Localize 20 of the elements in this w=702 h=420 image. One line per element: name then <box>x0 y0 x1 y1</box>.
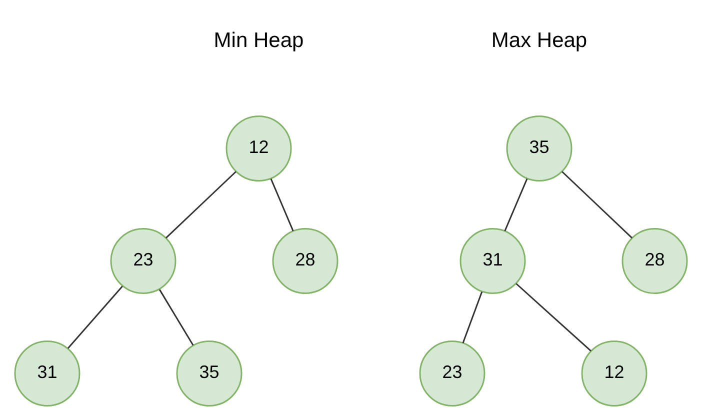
connector <box>562 171 632 238</box>
node-circle: 23 <box>110 228 176 294</box>
node-circle: 35 <box>176 340 242 406</box>
connector <box>67 286 123 349</box>
connector <box>166 171 236 238</box>
node-circle: 28 <box>272 228 338 294</box>
connector <box>270 178 294 232</box>
node-circle: 23 <box>419 340 486 406</box>
node-circle: 28 <box>622 228 688 294</box>
connector <box>462 292 483 344</box>
label: Max Heap <box>491 28 588 52</box>
node-circle: 12 <box>226 116 292 182</box>
connector <box>504 178 528 232</box>
connector <box>158 289 194 346</box>
label: Min Heap <box>214 28 304 52</box>
connector <box>516 283 592 352</box>
node-circle: 12 <box>581 340 648 406</box>
node-circle: 31 <box>14 340 80 406</box>
node-circle: 35 <box>506 116 572 182</box>
node-circle: 31 <box>460 228 526 294</box>
